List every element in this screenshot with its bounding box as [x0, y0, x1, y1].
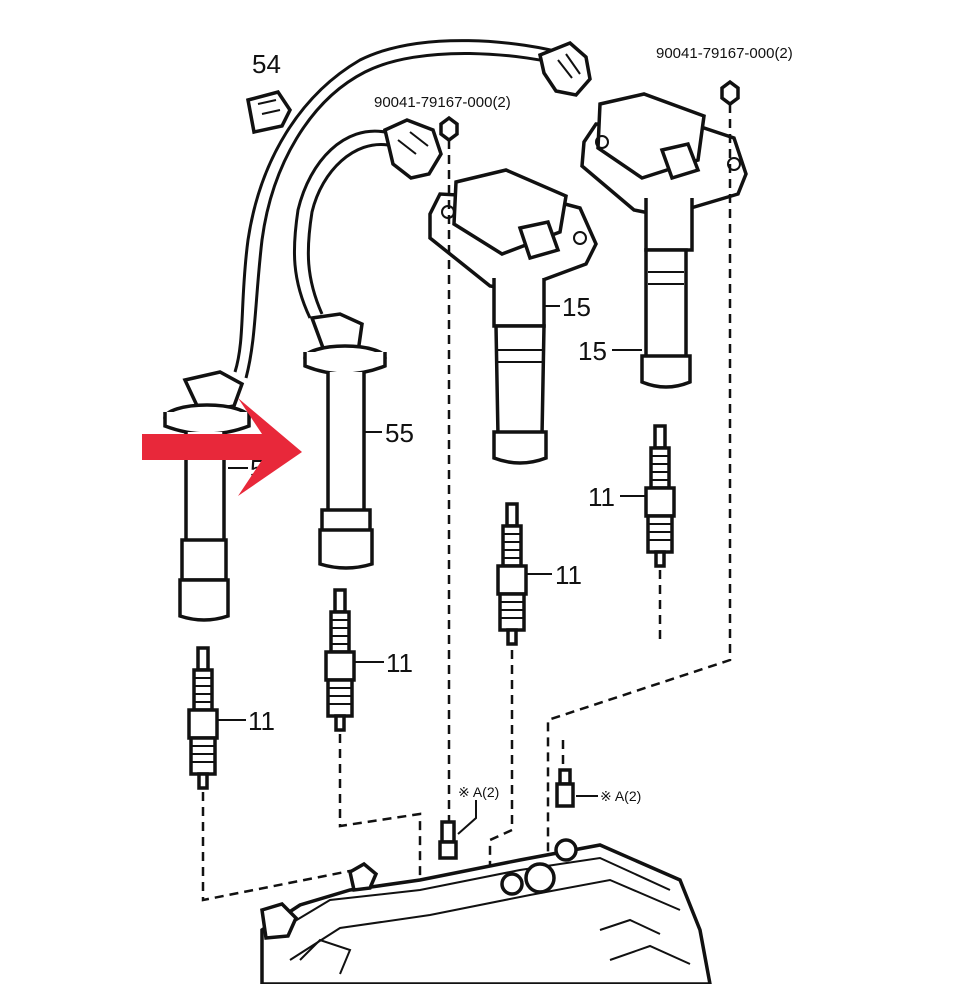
spark-plug-front — [324, 588, 356, 732]
label-coil-middle: 15 — [562, 292, 591, 322]
label-plug-front: 11 — [386, 648, 413, 678]
label-coil-right: 15 — [578, 336, 607, 366]
cord-clip — [245, 89, 293, 135]
label-clip: 54 — [252, 49, 281, 79]
label-bolt-right: ※ A(2) — [600, 788, 641, 804]
nut-right — [720, 79, 740, 107]
nut-middle — [439, 115, 459, 143]
high-tension-cord-rear — [163, 39, 592, 622]
guide-plug-front — [338, 734, 422, 880]
part-number-nut-middle: 90041-79167-000(2) — [374, 94, 511, 111]
ignition-coil-right — [580, 92, 748, 389]
guide-nut-right — [546, 104, 732, 860]
part-number-nut-right: 90041-79167-000(2) — [656, 45, 793, 62]
label-plug-rear: 11 — [248, 706, 275, 736]
label-bolt-left: ※ A(2) — [458, 784, 499, 800]
guide-plug-middle — [488, 650, 514, 880]
label-plug-right: 11 — [588, 482, 615, 512]
ignition-coil-middle — [428, 168, 598, 465]
spark-plug-rear — [187, 646, 219, 790]
high-tension-cord-front — [292, 118, 443, 570]
spark-plug-right — [644, 424, 676, 568]
cylinder-head-cover — [260, 838, 712, 984]
spark-plug-middle — [496, 502, 528, 646]
guide-plug-rear — [201, 792, 356, 902]
bolt-left — [438, 800, 477, 860]
label-plug-middle: 11 — [555, 560, 582, 590]
bolt-right — [555, 768, 598, 808]
label-cord-front: 55 — [385, 418, 414, 448]
red-arrow-icon — [142, 398, 302, 496]
